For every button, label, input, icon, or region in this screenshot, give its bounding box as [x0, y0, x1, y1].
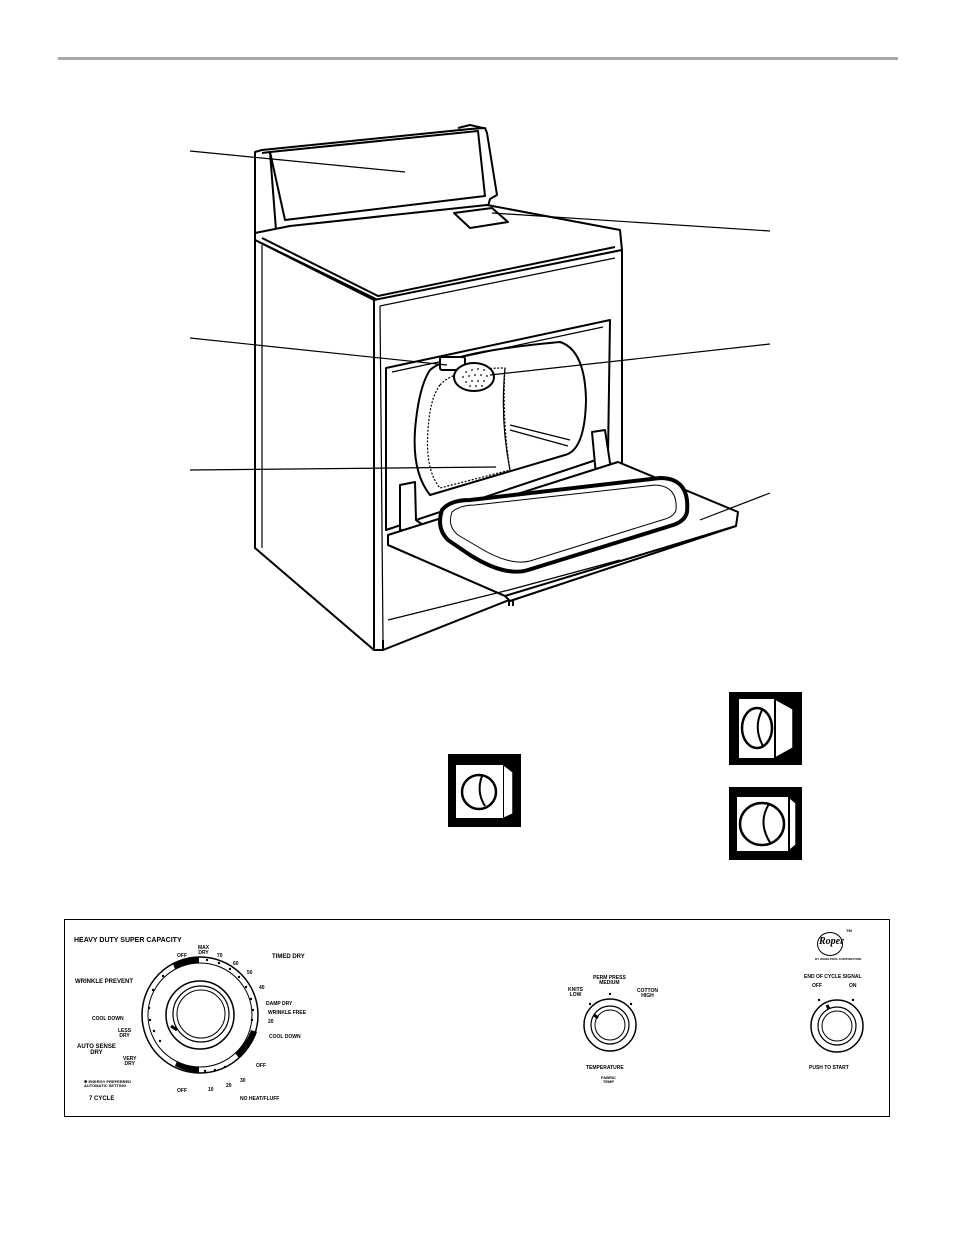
signal-on: ON — [849, 983, 857, 989]
door-reversal-icon-center — [448, 754, 521, 827]
wrinkle-prevent-label: WRINKLE PREVENT — [75, 979, 134, 985]
dial-70: 70 — [217, 953, 223, 959]
temperature-knob[interactable] — [580, 995, 640, 1055]
energy-star-icon: ✱ — [84, 1079, 89, 1085]
temp-cotton: COTTON HIGH — [637, 988, 659, 1000]
cycle-dial[interactable] — [135, 950, 265, 1080]
energy-note: ✱ ENERGY PREFERRED AUTOMATIC SETTING — [84, 1079, 132, 1089]
very-dry-label: VERY DRY — [123, 1056, 137, 1068]
door-reversal-icon-bottom — [729, 787, 802, 860]
temperature-ticks — [588, 992, 633, 1006]
dial-damp-dry: DAMP DRY — [266, 1001, 293, 1007]
end-of-cycle-signal-knob[interactable] — [805, 990, 869, 1054]
control-panel: HEAVY DUTY SUPER CAPACITY WRINKLE PREVEN… — [64, 919, 890, 1117]
dial-40: 40 — [259, 985, 265, 991]
less-dry-label: LESS DRY — [118, 1028, 132, 1040]
signal-title: END OF CYCLE SIGNAL — [804, 974, 862, 980]
dial-60: 60 — [233, 961, 239, 967]
door-reversal-icon-top — [729, 692, 802, 765]
dial-10: 10 — [208, 1087, 214, 1093]
dial-off-bottom: OFF — [177, 1088, 187, 1094]
dial-30: 30 — [240, 1078, 246, 1084]
signal-off: OFF — [812, 983, 822, 989]
cool-down-left-label: COOL DOWN — [92, 1016, 124, 1022]
header-rule — [58, 57, 898, 60]
dial-off-right: OFF — [256, 1063, 266, 1069]
temperature-label: TEMPERATURE — [586, 1065, 624, 1071]
brand-tm: TM — [846, 928, 852, 933]
temp-knits: KNITS LOW — [568, 987, 583, 999]
dial-off-top: OFF — [177, 953, 187, 959]
temp-perm-press: PERM PRESS MEDIUM — [593, 975, 626, 987]
dial-cool-down-right: COOL DOWN — [269, 1034, 301, 1040]
push-to-start-label: PUSH TO START — [809, 1065, 849, 1071]
brand-name: Roper — [819, 936, 844, 947]
dial-max-dry: MAX DRY — [198, 945, 210, 957]
timed-dry-label: TIMED DRY — [272, 954, 305, 960]
dial-50: 50 — [247, 970, 253, 976]
dial-20-right: 20 — [268, 1019, 274, 1025]
fabric-temp-label: FABRIC TEMP — [601, 1075, 616, 1085]
dial-20-bottom: 20 — [226, 1083, 232, 1089]
auto-sense-dry-label: AUTO SENSE DRY — [77, 1044, 116, 1057]
dial-wrinkle-free: WRINKLE FREE — [268, 1010, 307, 1016]
dryer-illustration — [189, 124, 771, 651]
cycle-count-label: 7 CYCLE — [89, 1096, 115, 1102]
brand-sub: BY WHIRLPOOL CORPORATION — [815, 957, 862, 961]
capacity-label: HEAVY DUTY SUPER CAPACITY — [74, 937, 182, 944]
brand-logo — [817, 932, 843, 956]
no-heat-label: NO HEAT/FLUFF — [240, 1096, 280, 1102]
